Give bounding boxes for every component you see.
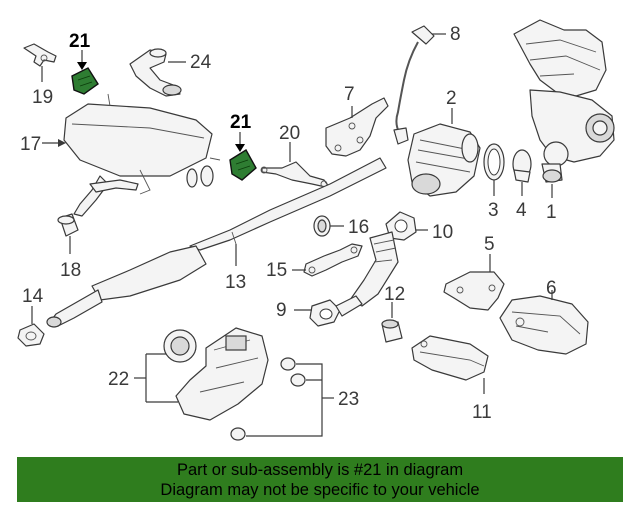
part-14-gasket	[17, 323, 45, 347]
callout-20: 20	[279, 123, 300, 144]
banner-line-1: Part or sub-assembly is #21 in diagram	[176, 461, 464, 479]
callout-17: 17	[20, 134, 41, 155]
part-15-bracket	[303, 243, 363, 277]
part-19-bracket	[23, 43, 57, 67]
info-banner: Part or sub-assembly is #21 in diagram D…	[17, 457, 623, 502]
part-3-gasket	[483, 143, 505, 181]
part-11-shield-module	[411, 335, 489, 381]
part-6-heat-shield	[499, 295, 589, 355]
part-5-bracket	[443, 271, 505, 311]
part-9-front-pipe	[309, 231, 399, 327]
callout-21-left: 21	[69, 31, 91, 52]
callout-18: 18	[60, 260, 81, 281]
part-20-bracket	[260, 161, 331, 189]
callout-10: 10	[432, 222, 453, 243]
part-16-grommet	[313, 215, 331, 237]
part-17-rear-muffler	[63, 93, 221, 217]
part-24-tailpipe	[129, 48, 182, 97]
callout-14: 14	[22, 286, 44, 307]
callout-13: 13	[225, 272, 246, 293]
callout-21-center: 21	[230, 112, 252, 133]
part-18-clamp	[57, 213, 79, 237]
callout-6: 6	[546, 278, 557, 299]
callout-16: 16	[348, 217, 369, 238]
callout-1: 1	[546, 202, 557, 223]
exhaust-parts-diagram: 19 21 24 17 18 21	[17, 19, 615, 441]
callout-22: 22	[108, 369, 129, 390]
part-21-hanger-left	[71, 67, 99, 95]
callout-23: 23	[338, 389, 359, 410]
part-10-flange-gasket	[385, 211, 417, 241]
part-13-center-pipe	[46, 157, 387, 328]
part-22-actuator	[163, 327, 269, 421]
callout-15: 15	[266, 260, 287, 281]
part-12-grommet	[381, 319, 403, 343]
part-2-converter	[407, 123, 481, 197]
part-21-hanger-center	[229, 149, 257, 181]
callout-7: 7	[344, 84, 355, 105]
callout-3: 3	[488, 200, 499, 221]
callout-11: 11	[472, 402, 492, 423]
callout-24: 24	[190, 52, 212, 73]
part-4-clamp	[512, 149, 532, 183]
part-23-nuts	[230, 357, 306, 441]
banner-line-2: Diagram may not be specific to your vehi…	[160, 481, 480, 499]
callout-19: 19	[32, 87, 53, 108]
callout-2: 2	[446, 88, 457, 109]
callout-4: 4	[516, 200, 527, 221]
part-1-turbo-manifold	[513, 19, 615, 183]
part-7-bracket	[325, 97, 389, 157]
callout-5: 5	[484, 234, 495, 255]
callout-9: 9	[276, 300, 287, 321]
callout-8: 8	[450, 24, 461, 45]
callout-12: 12	[384, 284, 405, 305]
part-8-oxygen-sensor	[393, 25, 435, 145]
